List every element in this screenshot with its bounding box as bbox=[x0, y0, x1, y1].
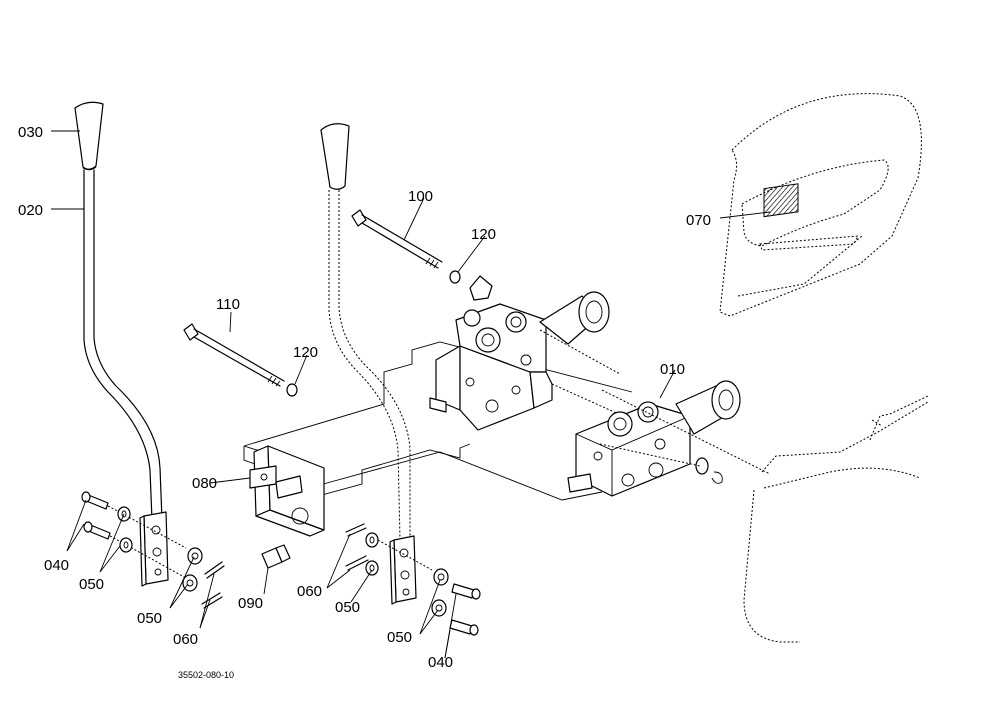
mounting-bracket bbox=[249, 445, 325, 537]
lever-bracket-left bbox=[139, 511, 169, 587]
lever-knob-left bbox=[74, 101, 104, 171]
knob-090 bbox=[261, 544, 291, 569]
callout-060-right: 060 bbox=[297, 583, 322, 600]
control-valve-upper bbox=[429, 275, 610, 431]
callout-050-left-b: 050 bbox=[137, 610, 162, 627]
washers-050-right bbox=[365, 532, 449, 617]
lever-bracket-center bbox=[389, 535, 417, 605]
control-valve-010 bbox=[539, 329, 741, 497]
callouts: 030 020 040 050 050 060 080 090 110 120 … bbox=[18, 124, 711, 680]
callout-080: 080 bbox=[192, 475, 217, 492]
tractor-body bbox=[601, 389, 929, 643]
callout-040-right: 040 bbox=[428, 654, 453, 671]
washers-050-left bbox=[117, 506, 203, 592]
callout-050-right-a: 050 bbox=[335, 599, 360, 616]
callout-100: 100 bbox=[408, 188, 433, 205]
callout-110: 110 bbox=[216, 296, 240, 313]
callout-050-right-b: 050 bbox=[387, 629, 412, 646]
bolts-040-left bbox=[81, 491, 187, 579]
callout-030: 030 bbox=[18, 124, 43, 141]
lever-rod-left bbox=[83, 169, 163, 521]
cotter-pins-060-right bbox=[345, 523, 369, 571]
leader-lines bbox=[51, 130, 771, 659]
warning-label-hatched bbox=[763, 183, 799, 218]
long-bolt-110 bbox=[183, 323, 298, 397]
cotter-pins-060-left bbox=[201, 561, 225, 609]
callout-040-left: 040 bbox=[44, 557, 69, 574]
long-bolt-100 bbox=[351, 209, 461, 284]
callout-050-left-a: 050 bbox=[79, 576, 104, 593]
callout-120-left: 120 bbox=[293, 344, 318, 361]
reference-code: 35502-080-10 bbox=[178, 670, 234, 680]
lever-rod-center bbox=[328, 190, 411, 541]
lever-knob-center bbox=[320, 123, 350, 190]
fender-panel bbox=[719, 93, 922, 317]
callout-070: 070 bbox=[686, 212, 711, 229]
bolts-040-right bbox=[449, 583, 481, 636]
callout-060-left: 060 bbox=[173, 631, 198, 648]
callout-020: 020 bbox=[18, 202, 43, 219]
callout-090: 090 bbox=[238, 595, 263, 612]
callout-010: 010 bbox=[660, 361, 685, 378]
callout-120-right: 120 bbox=[471, 226, 496, 243]
